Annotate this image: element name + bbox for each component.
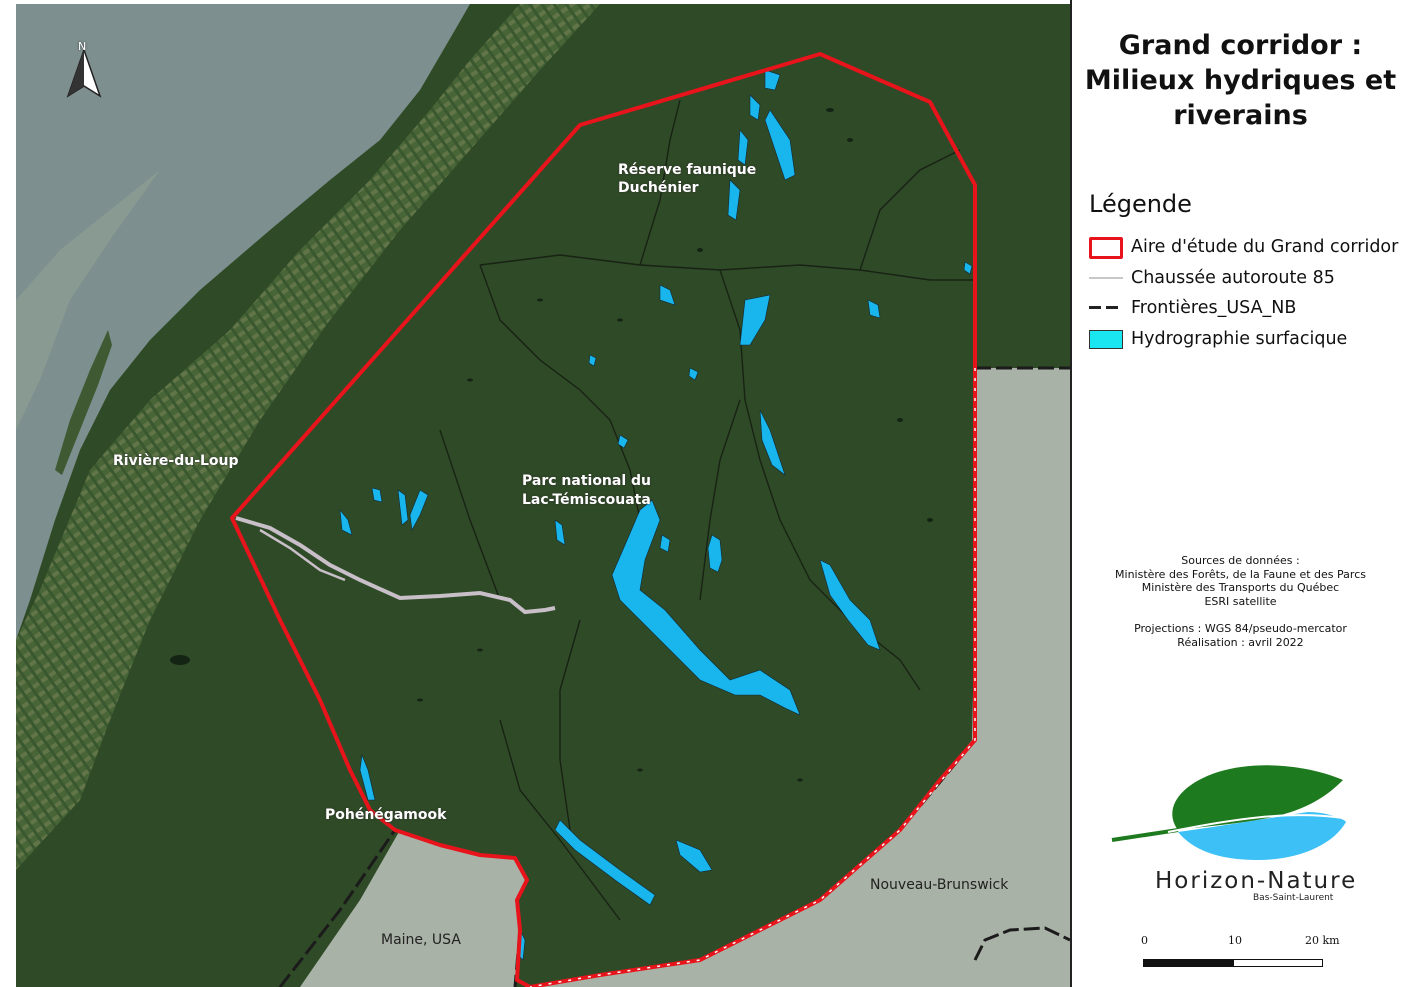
lac-temiscouata: [611, 499, 801, 716]
place-parc-line2: Lac-Témiscouata: [522, 492, 651, 508]
scale-label-10: 10: [1228, 934, 1242, 947]
sources-line5: Projections : WGS 84/pseudo-mercator: [1134, 622, 1347, 635]
lake-mid-2: [688, 367, 699, 381]
lake-east-2: [759, 409, 786, 476]
legend-heading: Légende: [1089, 190, 1192, 218]
sources-line6: Réalisation : avril 2022: [1177, 635, 1304, 649]
lake-east-1: [819, 559, 881, 651]
lake-duchenier-1: [764, 69, 781, 91]
map-title: Grand corridor : Milieux hydriques et ri…: [1073, 28, 1403, 133]
lake-west-6: [659, 534, 671, 553]
lake-west-2: [397, 489, 409, 526]
highway-line-icon: [1089, 277, 1123, 279]
place-parc-line1: Parc national du: [522, 473, 652, 489]
map-panel[interactable]: N Réserve faunique Duchénier Rivière-du-…: [0, 0, 1072, 987]
highway-85: [235, 516, 556, 615]
north-label: N: [78, 40, 87, 53]
lake-west-3: [339, 509, 353, 536]
scale-bar: [1143, 959, 1323, 967]
study-area-boundary: [230, 52, 977, 987]
agricultural-strip: [16, 4, 600, 870]
legend-label-border: Frontières_USA_NB: [1131, 298, 1297, 318]
sources-line4: ESRI satellite: [1204, 594, 1277, 608]
north-arrow-icon: [66, 47, 102, 98]
new-brunswick-region: [530, 368, 1070, 987]
st-lawrence-river: [16, 4, 470, 640]
data-sources: Sources de données : Ministère des Forêt…: [1073, 554, 1403, 649]
scale-label-0: 0: [1141, 934, 1148, 947]
lake-west-1: [409, 489, 429, 531]
region-maine: Maine, USA: [381, 932, 461, 948]
lakes: [339, 69, 973, 961]
place-riviere-du-loup: Rivière-du-Loup: [113, 453, 239, 469]
title-line2: Milieux hydriques et: [1084, 65, 1397, 96]
lake-duchenier-5: [727, 179, 741, 221]
logo-subtitle: Bas-Saint-Laurent: [1253, 893, 1334, 903]
legend-item-border: Frontières_USA_NB: [1087, 295, 1296, 321]
legend-label-hydro: Hydrographie surfacique: [1131, 329, 1348, 349]
title-line3: riverains: [1173, 100, 1308, 131]
border-dash-icon: [1089, 306, 1123, 309]
lake-south-1: [554, 819, 656, 906]
lake-south-2: [675, 839, 713, 873]
lake-west-5: [554, 519, 566, 546]
place-pohenegamook: Pohénégamook: [325, 807, 447, 823]
lake-duchenier-2: [764, 109, 796, 181]
study-area-swatch-icon: [1089, 237, 1123, 259]
lake-center: [707, 534, 723, 573]
hydrography-swatch-icon: [1089, 330, 1123, 349]
legend-item-study-area: Aire d'étude du Grand corridor: [1087, 234, 1398, 260]
legend-label-highway: Chaussée autoroute 85: [1131, 268, 1335, 288]
study-area-border-overlay: [529, 368, 976, 987]
legend-label-study-area: Aire d'étude du Grand corridor: [1131, 237, 1399, 257]
river-island: [55, 330, 112, 475]
lake-mid-1: [588, 354, 597, 367]
horizon-nature-logo-icon: [1111, 765, 1346, 860]
maine-region: [300, 830, 525, 987]
lake-mid-3: [617, 434, 629, 449]
lake-ne: [867, 299, 881, 319]
highway-85-secondary: [259, 528, 346, 582]
small-ponds: [170, 108, 933, 782]
sources-line3: Ministère des Transports du Québec: [1141, 581, 1340, 594]
place-reserve-line1: Réserve faunique: [618, 162, 757, 178]
legend-item-hydro: Hydrographie surfacique: [1087, 326, 1347, 352]
sources-line1: Sources de données :: [1181, 554, 1300, 567]
lake-duchenier-6: [963, 261, 973, 275]
legend-panel: Grand corridor : Milieux hydriques et ri…: [1073, 0, 1403, 987]
nb-border-inset: [973, 926, 1070, 961]
sources-line2: Ministère des Forêts, de la Faune et des…: [1115, 567, 1366, 581]
river-shallow: [16, 170, 160, 430]
place-reserve-line2: Duchénier: [618, 180, 699, 196]
lake-south-3: [359, 753, 376, 801]
legend-item-highway: Chaussée autoroute 85: [1087, 265, 1335, 291]
lake-duchenier-4: [737, 129, 749, 166]
lake-west-4: [371, 487, 383, 503]
map-canvas[interactable]: [0, 0, 1072, 987]
lake-duchenier-3: [749, 94, 761, 121]
region-nouveau-brunswick: Nouveau-Brunswick: [870, 877, 1009, 893]
logo-name: Horizon-Nature: [1155, 868, 1358, 894]
lake-north-2: [659, 284, 676, 306]
watershed-lines: [439, 99, 975, 921]
scale-label-20: 20 km: [1305, 934, 1340, 947]
lake-north-1: [739, 294, 771, 346]
title-line1: Grand corridor :: [1118, 30, 1363, 61]
